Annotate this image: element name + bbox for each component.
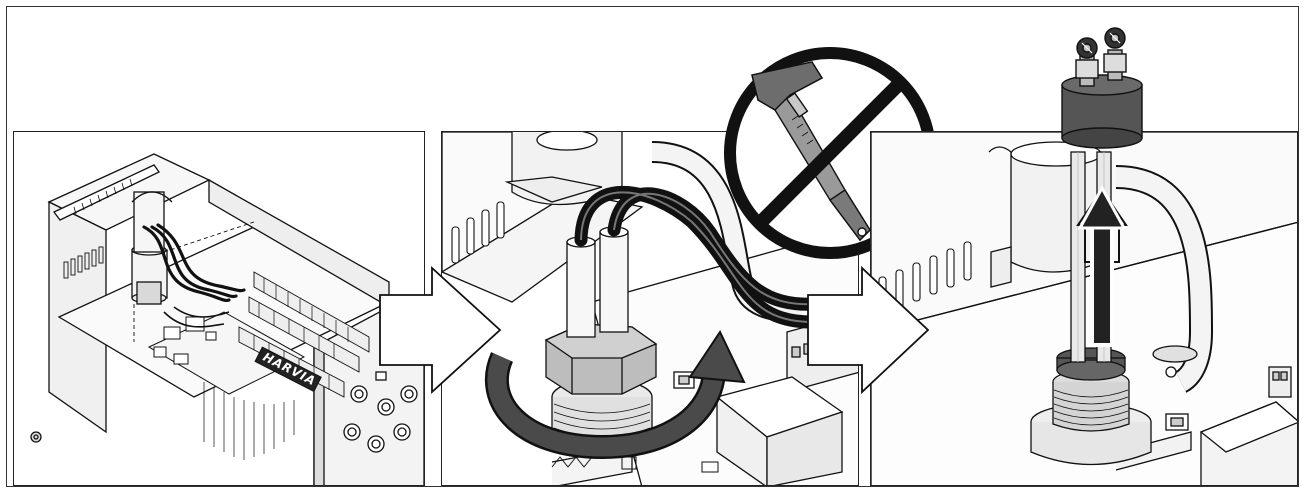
rotation-arrow-icon [485, 329, 746, 460]
panel-remove-element [870, 131, 1298, 486]
remove-element-drawing [871, 132, 1297, 485]
next-step-arrow-icon [379, 265, 502, 395]
panel-heater-overview: HARVIA [13, 131, 425, 486]
next-step-arrow-icon [807, 265, 930, 395]
unscrew-drawing [442, 132, 858, 485]
brand-plate [254, 346, 322, 393]
heater-unit-drawing [30, 153, 424, 485]
